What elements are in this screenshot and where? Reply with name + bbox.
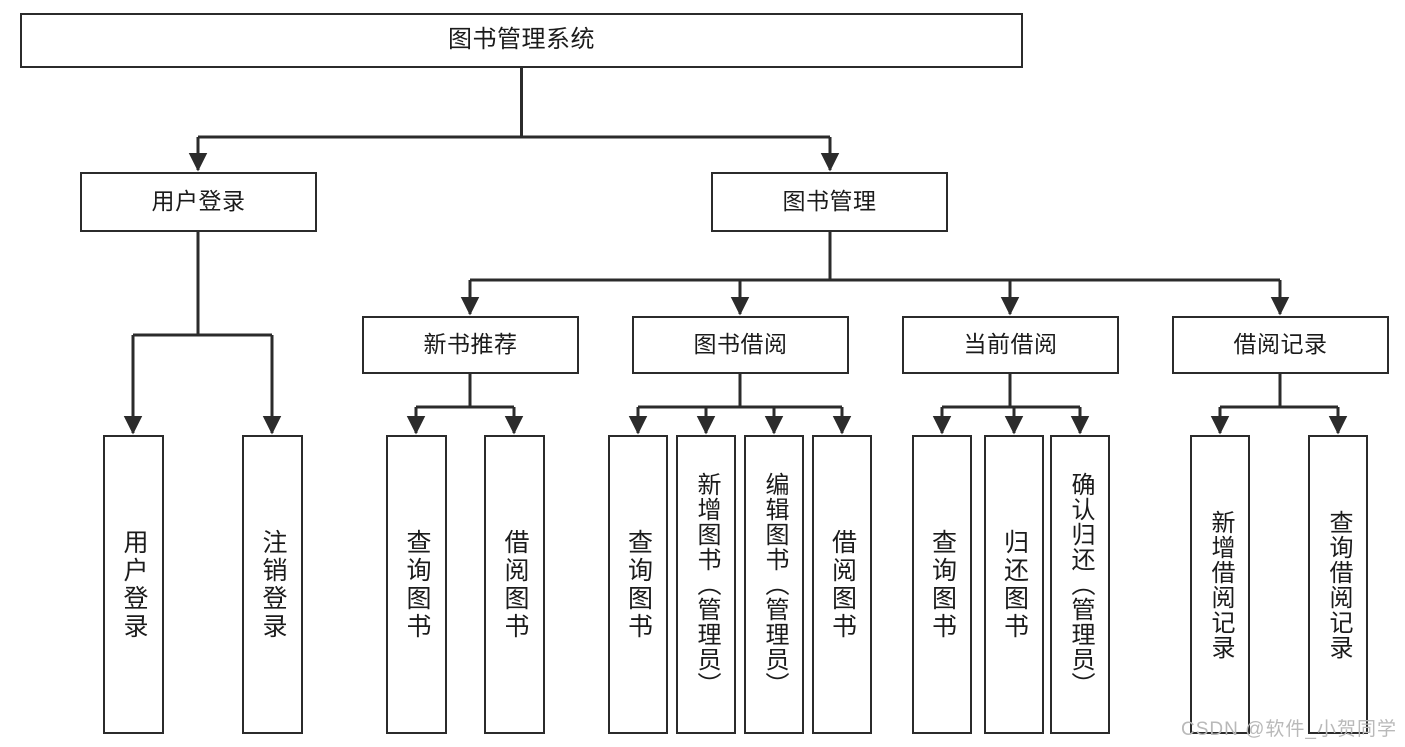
node-current-borrow[interactable]: 当前借阅 — [902, 316, 1119, 374]
node-user-login[interactable]: 用户登录 — [80, 172, 317, 232]
node-leaf-return-book-label: 归还图书 — [1000, 528, 1029, 641]
node-leaf-add-book-admin-label: 新增图书（管理员） — [693, 472, 720, 697]
node-new-book-recommend-label: 新书推荐 — [423, 331, 518, 358]
node-leaf-user-login[interactable]: 用户登录 — [103, 435, 164, 734]
node-leaf-query-borrow-record[interactable]: 查询借阅记录 — [1308, 435, 1368, 734]
node-user-login-label: 用户登录 — [151, 188, 246, 215]
node-leaf-query-borrow-record-label: 查询借阅记录 — [1325, 509, 1352, 660]
node-new-book-recommend[interactable]: 新书推荐 — [362, 316, 579, 374]
node-root-label: 图书管理系统 — [448, 26, 595, 54]
node-leaf-borrow-book-label: 借阅图书 — [828, 528, 857, 641]
node-current-borrow-label: 当前借阅 — [963, 331, 1058, 358]
node-book-management-label: 图书管理 — [782, 188, 877, 215]
node-leaf-add-borrow-record-label: 新增借阅记录 — [1207, 509, 1234, 660]
node-leaf-logout-label: 注销登录 — [259, 528, 287, 641]
watermark-text: CSDN @软件_小贺同学 — [1181, 719, 1397, 740]
node-leaf-query-books-current-label: 查询图书 — [928, 528, 957, 641]
node-leaf-add-book-admin[interactable]: 新增图书（管理员） — [676, 435, 736, 734]
node-leaf-query-books-new-label: 查询图书 — [403, 528, 431, 641]
node-leaf-query-books-new[interactable]: 查询图书 — [386, 435, 447, 734]
node-borrow-records-label: 借阅记录 — [1233, 331, 1328, 358]
node-book-management[interactable]: 图书管理 — [711, 172, 948, 232]
node-leaf-logout[interactable]: 注销登录 — [242, 435, 303, 734]
node-leaf-borrow-books-new-label: 借阅图书 — [501, 528, 529, 641]
node-leaf-add-borrow-record[interactable]: 新增借阅记录 — [1190, 435, 1250, 734]
node-leaf-query-books-borrow[interactable]: 查询图书 — [608, 435, 668, 734]
node-leaf-query-books-borrow-label: 查询图书 — [624, 528, 653, 641]
node-borrow-records[interactable]: 借阅记录 — [1172, 316, 1389, 374]
node-leaf-confirm-return-admin[interactable]: 确认归还（管理员） — [1050, 435, 1110, 734]
node-leaf-query-books-current[interactable]: 查询图书 — [912, 435, 972, 734]
node-leaf-edit-book-admin-label: 编辑图书（管理员） — [761, 472, 788, 697]
node-book-borrow[interactable]: 图书借阅 — [632, 316, 849, 374]
node-leaf-borrow-books-new[interactable]: 借阅图书 — [484, 435, 545, 734]
node-root[interactable]: 图书管理系统 — [20, 13, 1023, 68]
node-leaf-edit-book-admin[interactable]: 编辑图书（管理员） — [744, 435, 804, 734]
node-leaf-borrow-book[interactable]: 借阅图书 — [812, 435, 872, 734]
node-book-borrow-label: 图书借阅 — [693, 331, 788, 358]
node-leaf-return-book[interactable]: 归还图书 — [984, 435, 1044, 734]
node-leaf-user-login-label: 用户登录 — [120, 528, 148, 641]
node-leaf-confirm-return-admin-label: 确认归还（管理员） — [1067, 472, 1094, 697]
